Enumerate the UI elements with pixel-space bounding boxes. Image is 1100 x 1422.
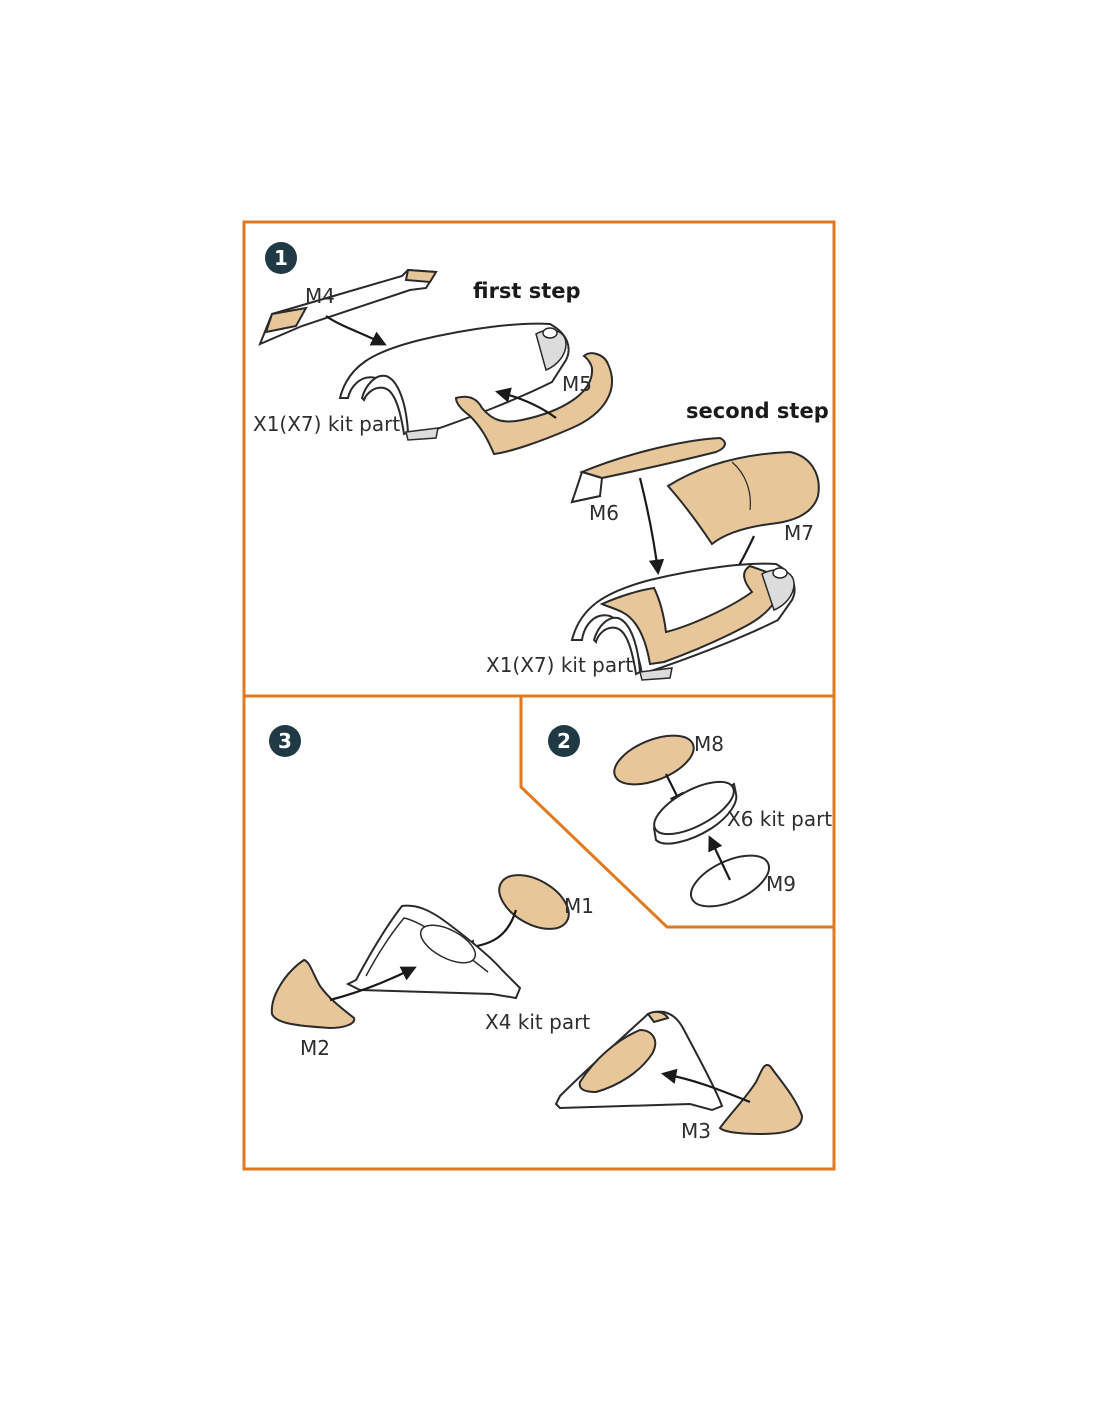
label-m8: M8 bbox=[694, 732, 724, 756]
mask-m3 bbox=[718, 1064, 804, 1136]
label-m3: M3 bbox=[681, 1119, 711, 1143]
arrow-m4 bbox=[325, 315, 387, 346]
svg-text:1: 1 bbox=[274, 246, 288, 270]
label-m6: M6 bbox=[589, 501, 619, 525]
section-3: 3 M1 X4 kit part M2 M3 bbox=[269, 725, 804, 1143]
step-badge-3: 3 bbox=[269, 725, 301, 757]
mask-m7 bbox=[666, 450, 820, 546]
arrow-m9 bbox=[708, 835, 731, 881]
step-badge-1: 1 bbox=[265, 242, 297, 274]
label-x6: X6 kit part bbox=[727, 807, 832, 831]
kit-part-x1-first bbox=[338, 322, 570, 441]
label-x1-second: X1(X7) kit part bbox=[486, 653, 633, 677]
mask-m9 bbox=[690, 854, 770, 908]
mask-m1 bbox=[498, 874, 570, 930]
section-1: 1 first step M4 X1(X7) kit part M5 secon… bbox=[253, 242, 829, 681]
mask-m4 bbox=[258, 268, 438, 346]
mask-m5 bbox=[454, 352, 613, 456]
step-badge-2: 2 bbox=[548, 725, 580, 757]
label-m7: M7 bbox=[784, 521, 814, 545]
arrow-m3 bbox=[660, 1068, 751, 1104]
arrow-m5 bbox=[495, 387, 557, 419]
label-m9: M9 bbox=[766, 872, 796, 896]
label-x4: X4 kit part bbox=[485, 1010, 590, 1034]
kit-part-x6 bbox=[652, 780, 738, 845]
svg-text:2: 2 bbox=[557, 729, 571, 753]
kit-part-x4-right bbox=[554, 1010, 724, 1112]
label-m2: M2 bbox=[300, 1036, 330, 1060]
label-x1-first: X1(X7) kit part bbox=[253, 412, 400, 436]
second-step-heading: second step bbox=[686, 399, 829, 423]
arrow-m6 bbox=[638, 477, 665, 576]
label-m4: M4 bbox=[305, 284, 335, 308]
section-2: 2 M8 X6 kit part M9 bbox=[548, 725, 832, 908]
frame bbox=[242, 220, 836, 1171]
mask-m2 bbox=[270, 958, 356, 1030]
kit-part-x4-left bbox=[345, 904, 522, 1000]
svg-text:3: 3 bbox=[278, 729, 292, 753]
mask-m8 bbox=[613, 734, 695, 786]
kit-part-x1-second bbox=[570, 562, 796, 681]
arrow-m2 bbox=[329, 966, 417, 1002]
label-m5: M5 bbox=[562, 372, 592, 396]
first-step-heading: first step bbox=[473, 279, 581, 303]
mask-m6 bbox=[570, 436, 726, 504]
label-m1: M1 bbox=[564, 894, 594, 918]
